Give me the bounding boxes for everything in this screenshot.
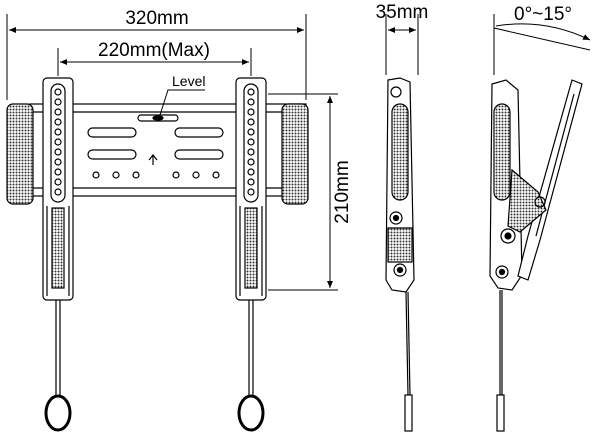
right-pull-cord	[237, 300, 265, 432]
left-vertical-arm	[42, 77, 74, 301]
front-view	[6, 77, 309, 432]
left-wall-pad	[6, 103, 34, 205]
dimension-lines-front	[6, 14, 338, 291]
right-vertical-arm	[235, 77, 267, 301]
vesa-width-label: 220mm(Max)	[98, 40, 210, 61]
overall-width-label: 320mm	[125, 8, 188, 29]
vesa-height-label: 210mm	[332, 160, 353, 223]
profile-depth-label: 35mm	[376, 2, 429, 23]
tilt-view	[489, 14, 591, 432]
bubble-level	[137, 114, 179, 122]
right-wall-pad	[281, 103, 309, 205]
level-label: Level	[172, 73, 205, 89]
left-pull-cord	[44, 300, 72, 432]
tilt-range-label: 0°~15°	[514, 4, 572, 25]
side-profile-view	[385, 14, 419, 432]
